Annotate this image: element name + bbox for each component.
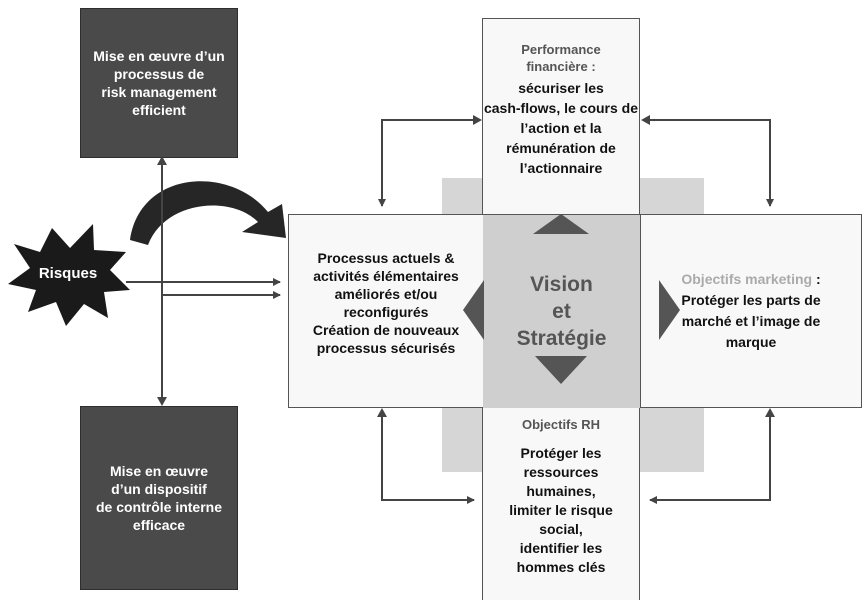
risk-management-process-box: Mise en œuvre d’un processus de risk man…: [80, 8, 238, 158]
triangle-down-icon: [535, 356, 587, 384]
arrowhead-down-icon: [157, 397, 167, 406]
triangle-right-icon: [659, 280, 680, 340]
financial-performance-text: sécuriser les cash-flows, le cours de l’…: [483, 80, 639, 176]
risk-star-icon: [8, 224, 130, 326]
vision-strategy-text: Vision et Stratégie: [516, 273, 607, 350]
financial-performance-box: Performance financière : sécuriser les c…: [482, 18, 640, 215]
processes-box: Processus actuels & activités élémentair…: [288, 214, 484, 408]
arrowhead-up-icon: [377, 408, 387, 417]
financial-performance-title: Performance financière :: [521, 42, 601, 74]
arrowhead-up-icon: [765, 408, 775, 417]
triangle-left-icon: [463, 280, 484, 340]
risk-label: Risques: [39, 265, 97, 282]
marketing-objectives-title: Objectifs marketing :: [681, 271, 821, 287]
internal-control-box: Mise en œuvre d’un dispositif de contrôl…: [80, 406, 238, 590]
elbow-connector-bottom-left: [381, 416, 475, 504]
hr-objectives-title: Objectifs RH: [521, 417, 600, 432]
triangle-up-icon: [533, 214, 589, 234]
elbow-connector-top-left: [378, 119, 474, 207]
arrowhead-left-icon: [641, 115, 650, 125]
elbow-connector-bottom-right: [649, 416, 771, 504]
hr-objectives-text: Protéger les ressources humaines, limite…: [509, 445, 613, 575]
arrowhead-right-icon: [473, 115, 482, 125]
elbow-connector-top-right: [650, 119, 774, 207]
curved-arrow-icon: [130, 181, 286, 245]
hr-objectives-box: Objectifs RH Protéger les ressources hum…: [482, 407, 640, 600]
arrowhead-up-icon: [157, 156, 167, 165]
